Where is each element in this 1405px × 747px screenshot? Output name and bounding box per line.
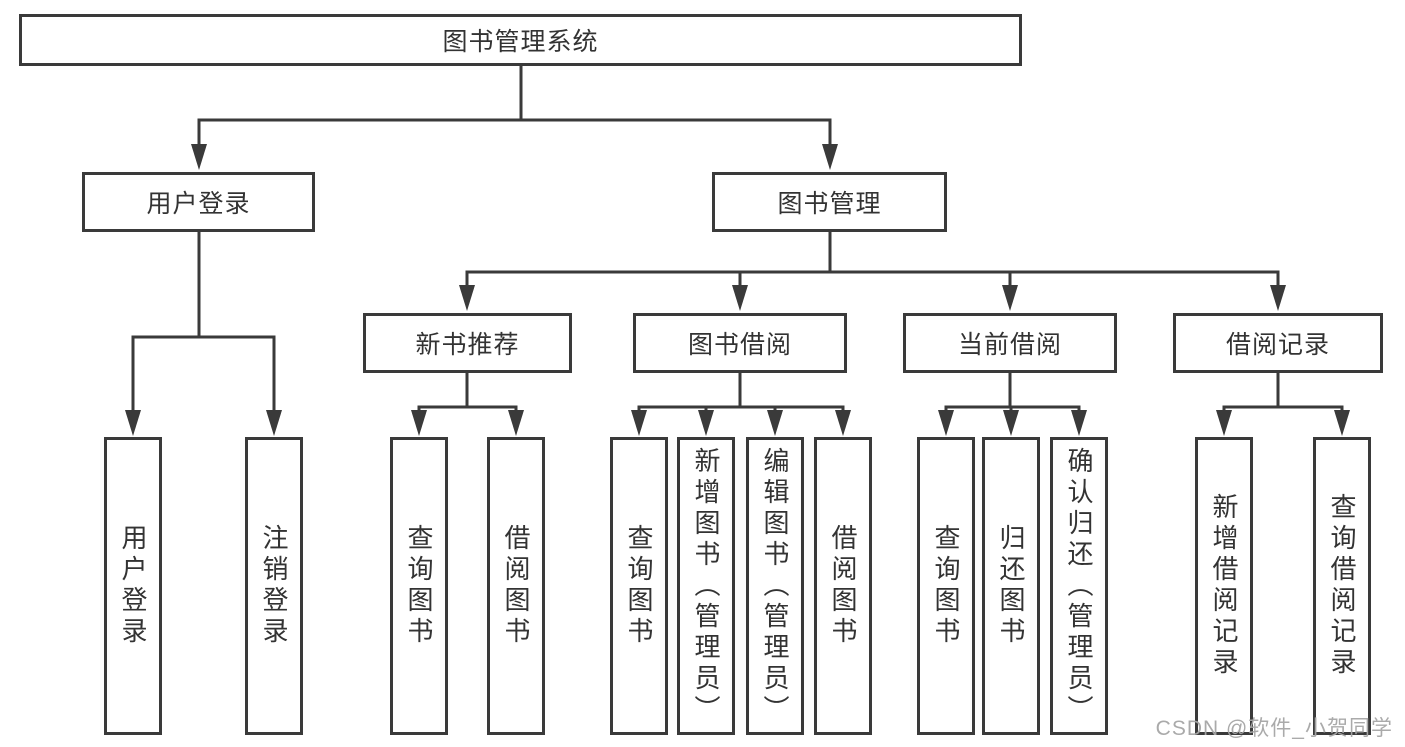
leaf-current-query-books-label: 查询图书 [931,524,961,648]
leaf-add-books-admin: 新增图书（管理员） [677,437,735,735]
node-book-management: 图书管理 [712,172,947,232]
leaf-newrec-query-books: 查询图书 [390,437,448,735]
node-new-book-recommend: 新书推荐 [363,313,572,373]
node-current-borrowing: 当前借阅 [903,313,1117,373]
leaf-query-borrow-record: 查询借阅记录 [1313,437,1371,735]
node-borrowing-records: 借阅记录 [1173,313,1383,373]
node-book-borrowing-label: 图书借阅 [687,331,792,359]
leaf-borrowing-borrow-books-label: 借阅图书 [828,524,858,648]
leaf-confirm-return-admin: 确认归还（管理员） [1050,437,1108,735]
leaf-edit-books-admin: 编辑图书（管理员） [746,437,804,735]
node-root-system: 图书管理系统 [19,14,1022,66]
leaf-add-borrow-record-label: 新增借阅记录 [1209,493,1239,679]
leaf-logout-label: 注销登录 [259,524,289,648]
leaf-borrowing-query-books-label: 查询图书 [624,524,654,648]
leaf-newrec-query-books-label: 查询图书 [404,524,434,648]
node-book-borrowing: 图书借阅 [633,313,847,373]
node-book-management-label: 图书管理 [777,190,882,218]
leaf-newrec-borrow-books-label: 借阅图书 [501,524,531,648]
node-user-login: 用户登录 [82,172,315,232]
leaf-query-borrow-record-label: 查询借阅记录 [1327,493,1357,679]
node-borrowing-records-label: 借阅记录 [1225,331,1330,359]
leaf-logout: 注销登录 [245,437,303,735]
leaf-return-books-label: 归还图书 [996,524,1026,648]
node-user-login-label: 用户登录 [146,190,251,218]
leaf-add-books-admin-label: 新增图书（管理员） [691,446,721,726]
leaf-newrec-borrow-books: 借阅图书 [487,437,545,735]
leaf-user-login-label: 用户登录 [118,524,148,648]
leaf-borrowing-query-books: 查询图书 [610,437,668,735]
leaf-borrowing-borrow-books: 借阅图书 [814,437,872,735]
leaf-add-borrow-record: 新增借阅记录 [1195,437,1253,735]
leaf-confirm-return-admin-label: 确认归还（管理员） [1064,446,1094,726]
leaf-edit-books-admin-label: 编辑图书（管理员） [760,446,790,726]
node-new-book-recommend-label: 新书推荐 [415,331,520,359]
node-current-borrowing-label: 当前借阅 [957,331,1062,359]
node-root-label: 图书管理系统 [442,28,599,56]
watermark: CSDN @软件_小贺同学 [1155,717,1393,740]
arrowheads [125,144,1350,436]
leaf-user-login: 用户登录 [104,437,162,735]
leaf-current-query-books: 查询图书 [917,437,975,735]
leaf-return-books: 归还图书 [982,437,1040,735]
